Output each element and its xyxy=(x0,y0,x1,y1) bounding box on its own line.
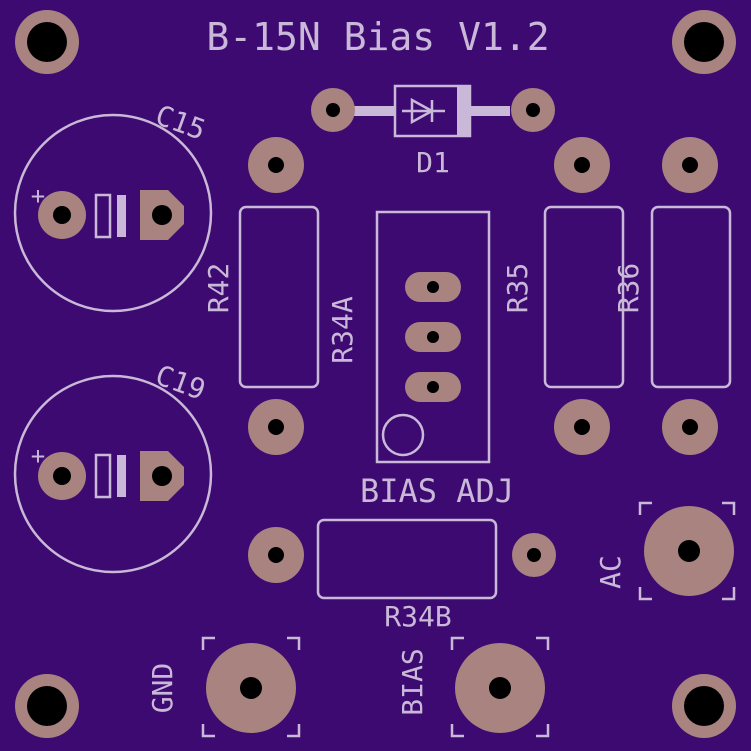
gnd-label: GND xyxy=(146,663,179,714)
c15-plus-sign: + xyxy=(31,182,45,210)
r34a-label: R34A xyxy=(326,296,359,364)
d1-label: D1 xyxy=(416,146,450,179)
bias-label: BIAS xyxy=(396,648,429,715)
r34b-label: R34B xyxy=(384,600,451,633)
bias-terminal-pad xyxy=(450,636,550,738)
resistor-r42 xyxy=(238,137,320,455)
resistor-r36 xyxy=(650,137,732,455)
capacitor-c19 xyxy=(13,374,213,574)
bias-adj-label: BIAS ADJ xyxy=(360,472,514,510)
resistor-r34b xyxy=(248,518,556,600)
board-title: B-15N Bias V1.2 xyxy=(206,15,549,59)
r42-label: R42 xyxy=(202,263,235,314)
r35-label: R35 xyxy=(501,263,534,314)
gnd-terminal-pad xyxy=(201,636,301,738)
ac-label: AC xyxy=(594,555,627,589)
mounting-hole-bottom-left xyxy=(15,674,79,738)
resistor-r35 xyxy=(543,137,625,455)
mounting-hole-top-right xyxy=(672,10,736,74)
mounting-hole-bottom-right xyxy=(672,674,736,738)
mounting-hole-top-left xyxy=(15,10,79,74)
r36-label: R36 xyxy=(612,263,645,314)
diode-d1 xyxy=(311,84,555,138)
trimmer-r34a xyxy=(375,210,491,464)
ac-terminal-pad xyxy=(638,501,736,601)
capacitor-c15 xyxy=(13,113,213,313)
c19-plus-sign: + xyxy=(31,442,45,470)
